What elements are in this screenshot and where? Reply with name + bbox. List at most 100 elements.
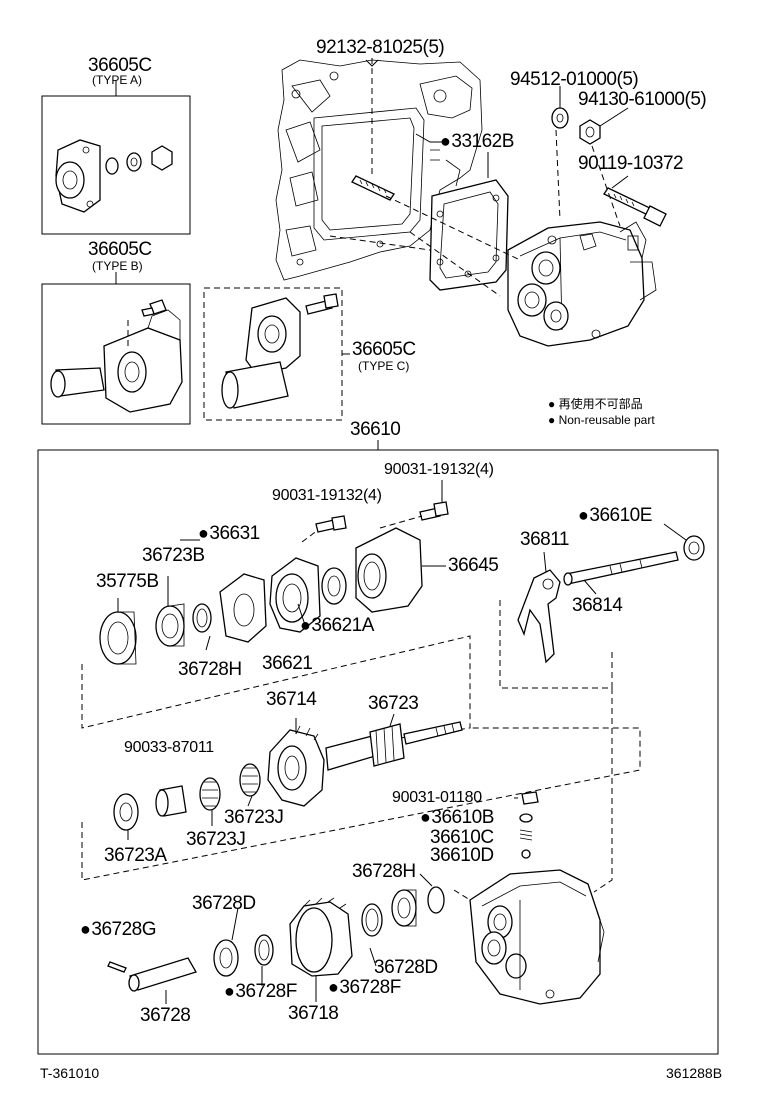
bolt-90119 [603,187,667,227]
needle-bearing-36723j-a [199,777,221,811]
gasket-36631 [219,573,267,643]
snap-ring-36728f-b [361,903,383,937]
label-36621a: ●36621A [300,615,374,636]
pto-housing-lower [469,869,605,1005]
bearing-36728d-a [213,939,239,977]
shift-shaft-36814 [563,551,679,586]
spring-36610c [519,829,533,841]
label-33162b: ●33162B [440,131,514,152]
label-36610d: 36610D [430,845,494,866]
label-94130-61000: 94130-61000(5) [578,89,707,110]
bearing-36728d-b [391,889,417,927]
oil-seal-36610e [683,535,705,561]
legend-dot-icon: ● [548,413,559,427]
bolt-type-c [305,293,339,315]
label-94512-01000: 94512-01000(5) [510,69,639,90]
bolt-type-b [141,299,167,317]
label-36728: 36728 [140,1005,191,1026]
non-reusable-dot-icon: ● [440,131,451,151]
label-92132-81025: 92132-81025(5) [316,37,445,58]
label-36811: 36811 [520,529,569,550]
footer-figure-code: T-361010 [40,1065,100,1081]
label-35775b: 35775B [96,571,159,592]
label-36723a: 36723A [104,845,167,866]
label-36718: 36718 [288,1003,339,1024]
washer-type-a [105,157,119,175]
label-36610e: ●36610E [578,505,652,526]
shift-fork-36811 [517,569,561,664]
footer-illustration-code: 361288B [666,1065,723,1081]
nut-94130 [579,119,601,145]
label-36610b: ●36610B [420,807,494,828]
sleeve-type-b [50,367,105,398]
label-36728d-left: 36728D [192,893,256,914]
label-36714: 36714 [266,689,317,710]
retainer-36645 [355,527,423,613]
stud-92132 [351,175,395,201]
washer-94512 [551,107,569,129]
sleeve-type-c [221,361,289,409]
snap-ring-36728h-a [192,603,212,633]
label-90031-19132-mid: 90031-19132(4) [272,487,382,504]
non-reusable-dot-icon: ● [224,981,235,1001]
spacer-90033 [155,785,187,817]
ball-36610d [521,849,531,859]
gasket-36610b [519,813,533,823]
label-90119-10372: 90119-10372 [578,153,684,174]
oil-seal-35775b [99,611,137,665]
transmission-case-illustration [275,59,483,281]
gear-36714 [267,725,325,807]
label-36723j-upper: 36723J [224,807,284,828]
label-type-a: (TYPE A) [92,73,143,87]
label-type-b: (TYPE B) [92,259,143,273]
label-36621: 36621 [262,653,313,674]
legend-dot-icon: ● [548,397,559,411]
label-90031-01180: 90031-01180 [392,789,482,806]
label-36610c: 36610C [430,827,494,848]
needle-bearing-36723j-b [239,763,261,797]
bolt-90031-left [315,515,347,533]
countershaft-36723 [325,721,463,771]
flange-type-b [103,309,183,413]
gasket-33162b [429,179,509,291]
label-36645: 36645 [448,555,499,576]
label-36728h-upper: 36728H [178,659,242,680]
non-reusable-dot-icon: ● [80,919,91,939]
label-36610: 36610 [350,419,401,440]
non-reusable-dot-icon: ● [328,977,339,997]
label-90031-19132-top: 90031-19132(4) [384,461,494,478]
nut-type-a [151,145,173,171]
bearing-36723b [155,603,185,647]
snap-ring-36728h-b [427,886,445,914]
label-36723: 36723 [368,693,419,714]
flange-type-a [55,139,101,213]
flange-type-c [245,297,301,375]
label-36814: 36814 [572,595,623,616]
non-reusable-dot-icon: ● [578,505,589,525]
label-36728g: ●36728G [80,919,156,940]
pto-housing-assembly [507,221,657,347]
pin-36728g [107,961,127,973]
non-reusable-dot-icon: ● [420,807,431,827]
label-36605c-type-a: 36605C [88,55,152,76]
label-36728f-left: ●36728F [224,981,297,1002]
idler-shaft-36728 [128,957,197,992]
type-c-box [203,287,343,421]
label-36728f-right: ●36728F [328,977,401,998]
label-type-c: (TYPE C) [358,359,410,373]
label-36723b: 36723B [142,545,205,566]
label-36723j-lower: 36723J [186,829,246,850]
legend-line-en: ● Non-reusable part [548,413,655,427]
seal-36621a [321,567,347,605]
label-90033-87011: 90033-87011 [124,739,214,756]
label-36728d-right: 36728D [374,957,438,978]
plug-90031-01180 [521,791,539,805]
non-reusable-dot-icon: ● [300,615,311,635]
gear-36718 [289,897,353,977]
label-36631: ●36631 [198,523,260,544]
type-b-box [41,283,191,425]
bearing-36723a [113,793,139,831]
label-36728h-lower: 36728H [352,861,416,882]
snap-ring-36728f-a [254,934,274,966]
